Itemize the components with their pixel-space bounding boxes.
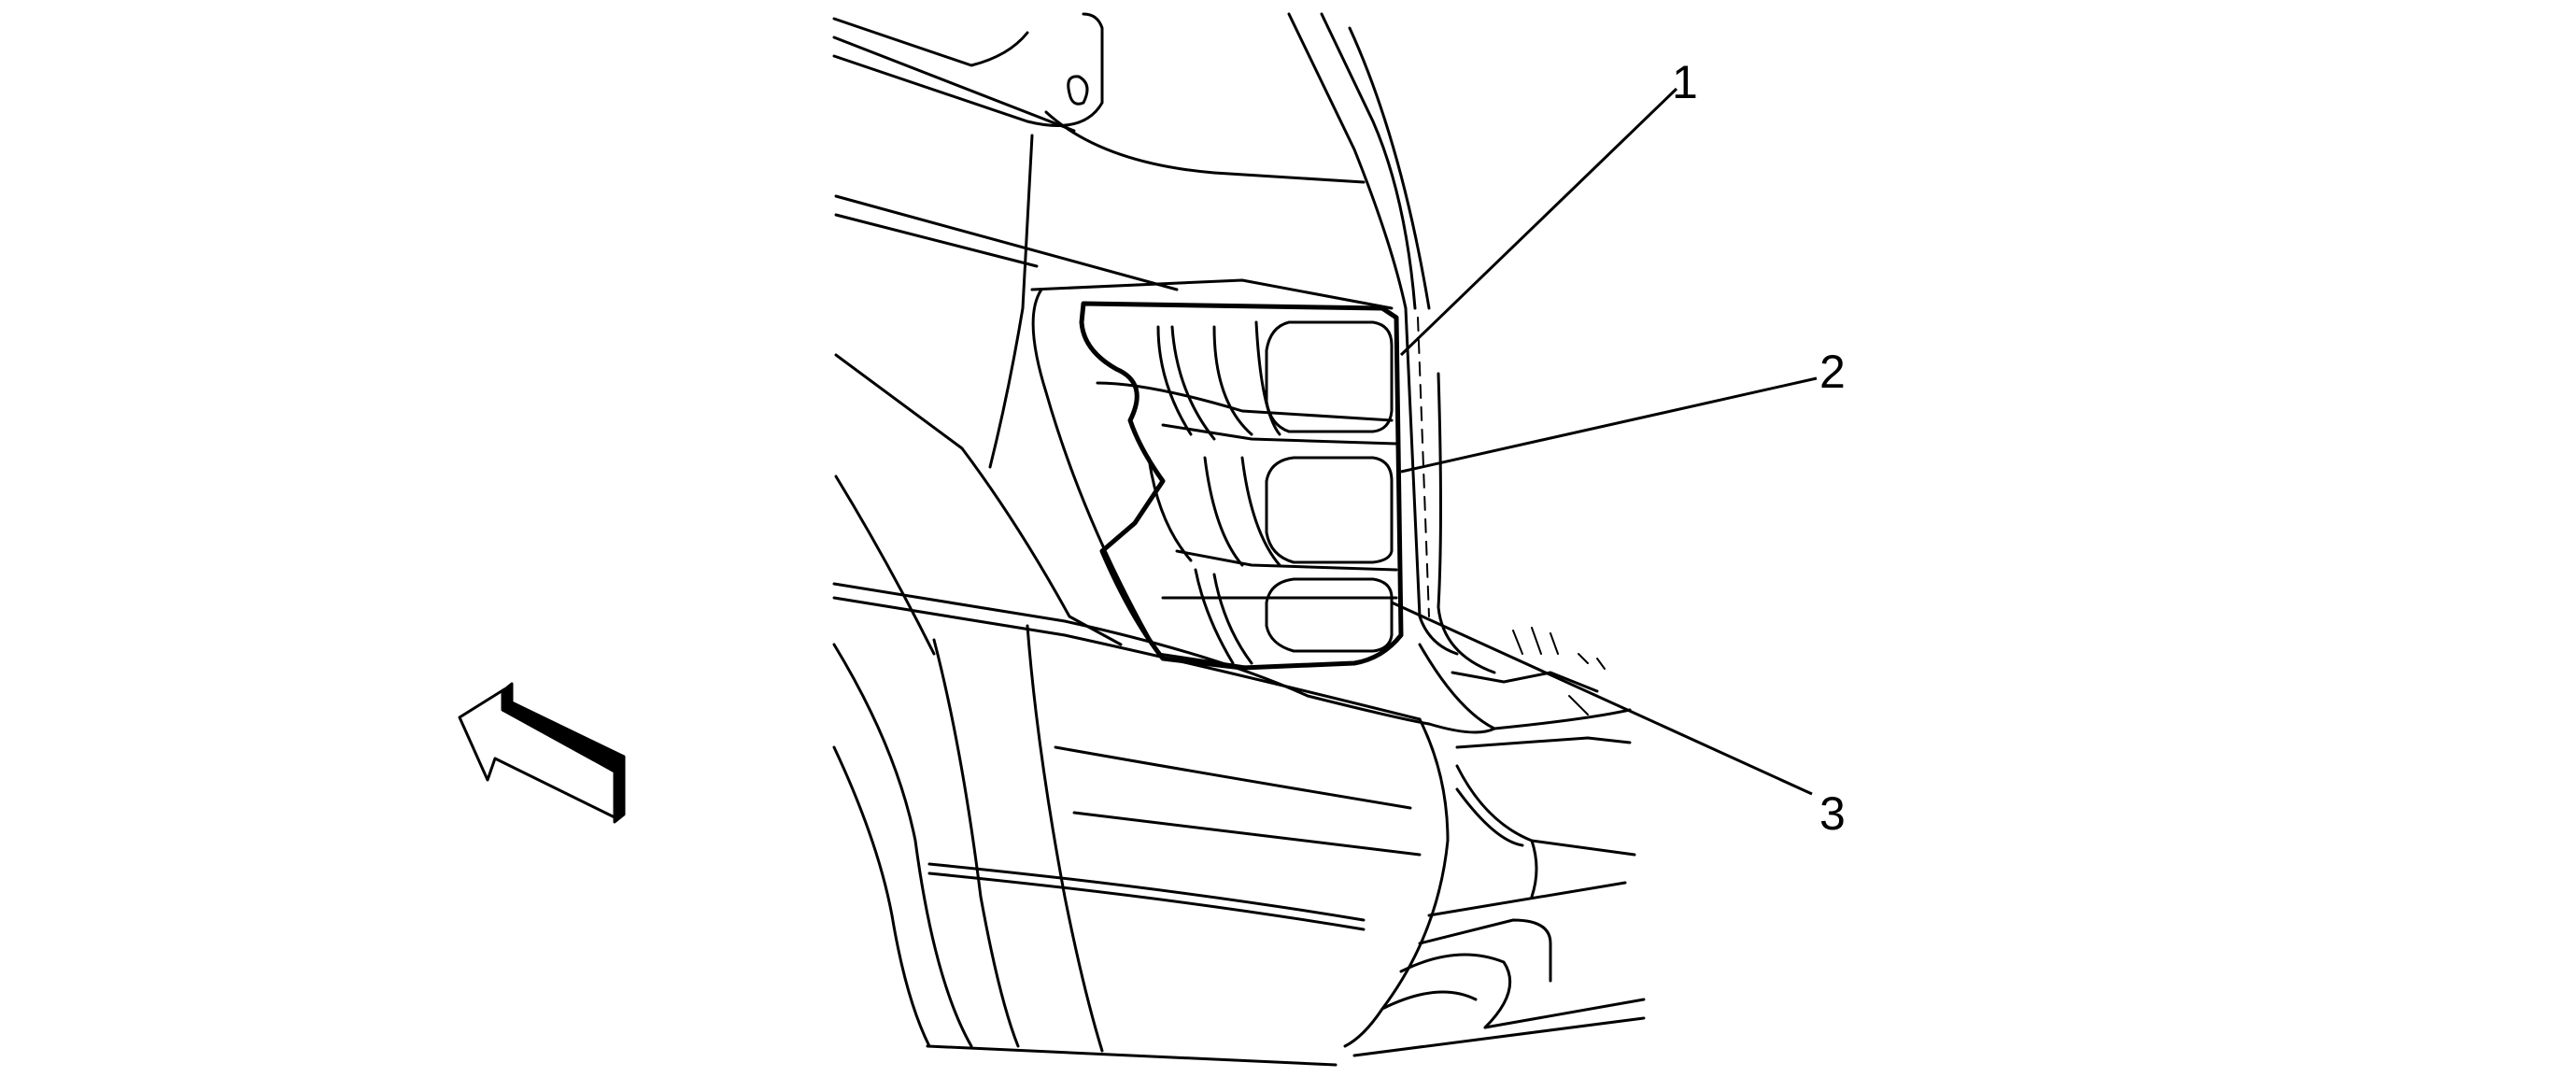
leader-line-1 [1399,87,1678,357]
callout-2: 2 [1819,346,1846,398]
rear-bumper [1352,627,1646,1057]
leader-line-3 [1391,601,1813,796]
callout-1: 1 [1672,56,1698,108]
callout-3: 3 [1819,787,1846,840]
upper-body-panel [832,12,1366,184]
arrow-up-left-icon [458,682,626,824]
callouts: 1 2 3 [1672,56,1846,840]
leader-lines [1391,87,1818,796]
quarter-panel [832,134,1496,1067]
leader-line-2 [1400,376,1818,474]
tail-lamp-assembly [1030,278,1404,671]
